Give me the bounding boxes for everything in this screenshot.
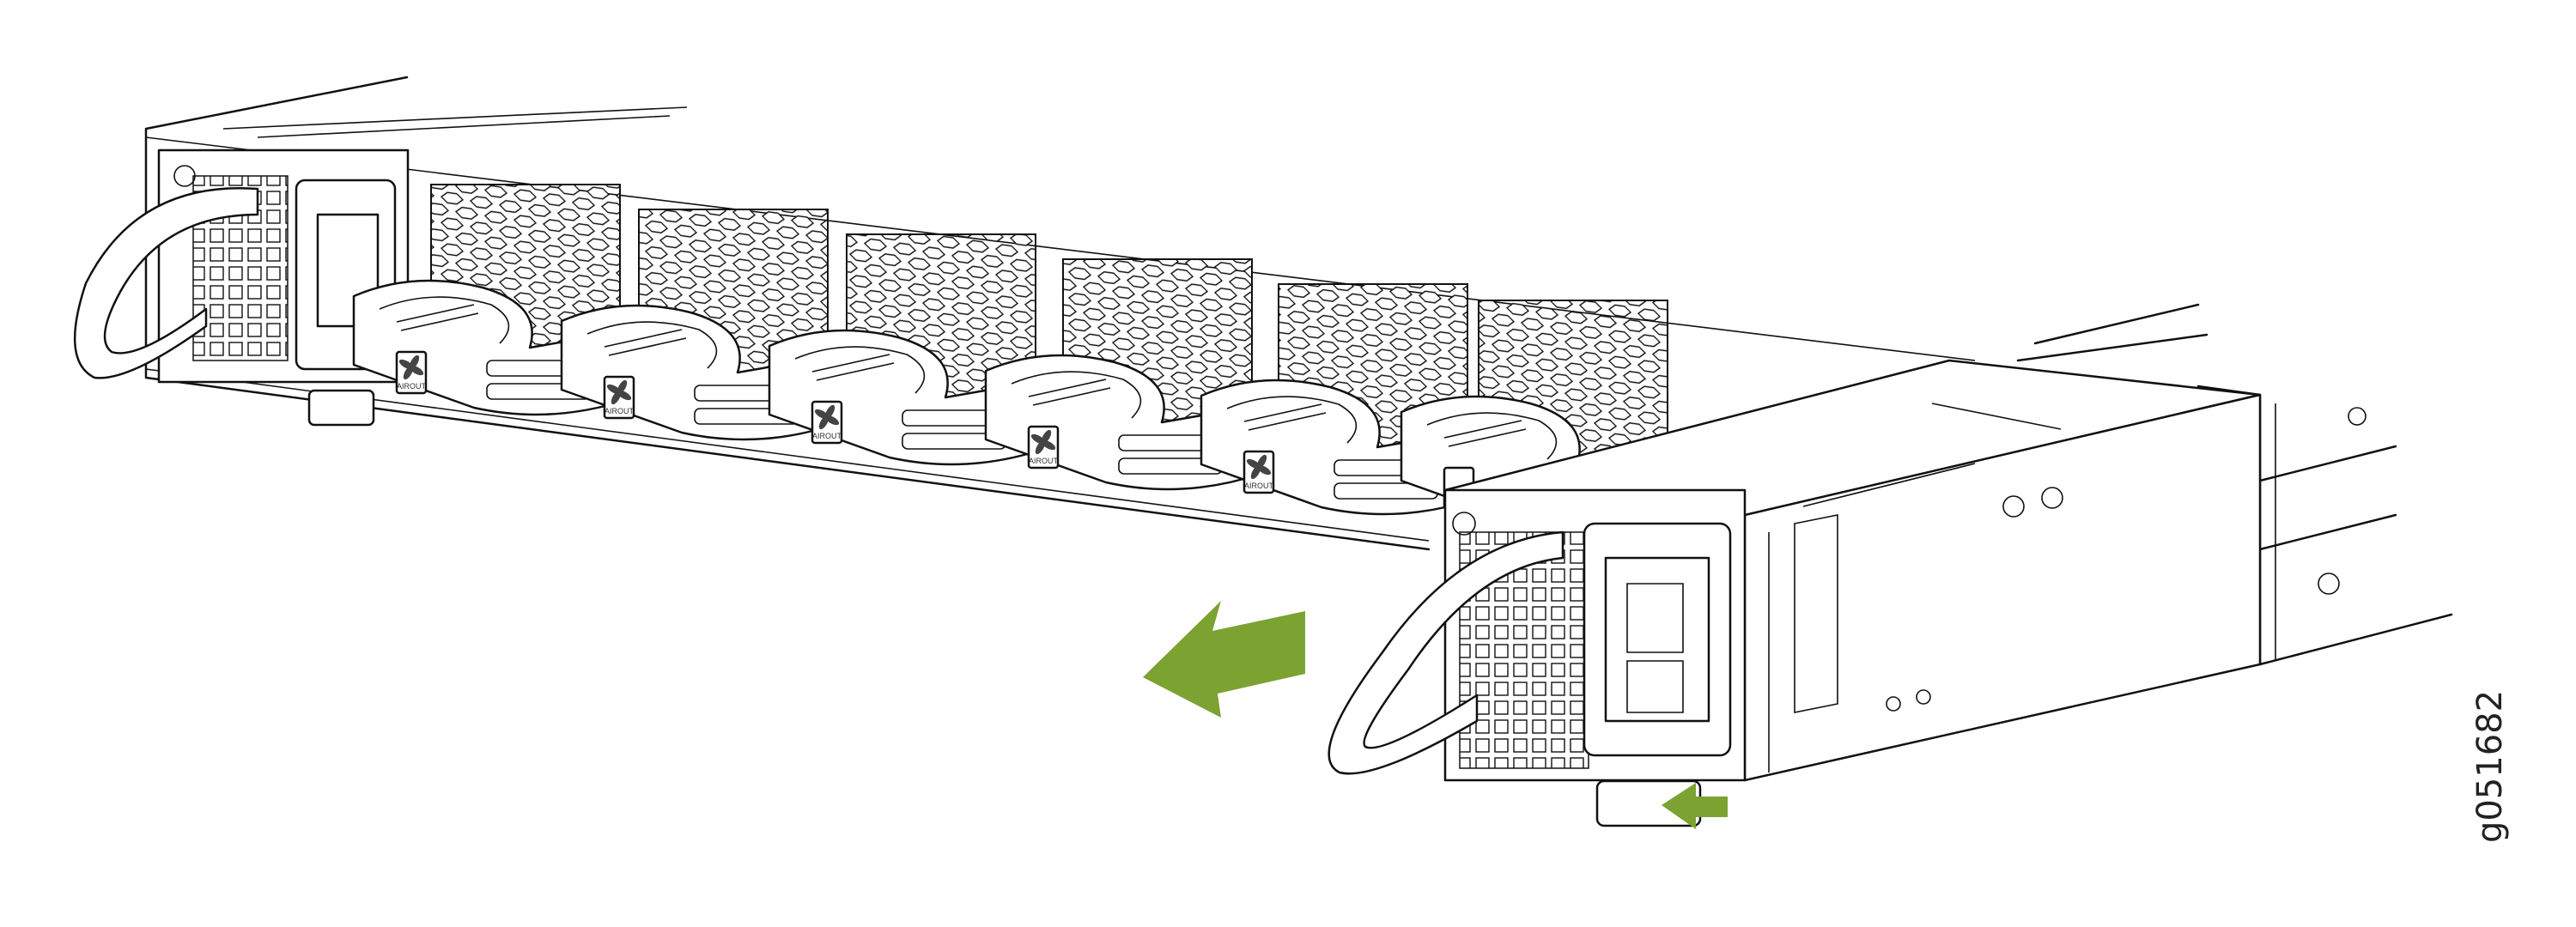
fan-icon — [1030, 429, 1056, 455]
fan-module[interactable]: AIROUT — [560, 209, 838, 441]
psu-handle-removed[interactable] — [1327, 530, 1564, 775]
installed-power-supply — [73, 148, 410, 427]
figure-id: g051682 — [2470, 689, 2510, 844]
fan-icon — [606, 379, 632, 405]
fan-airout-label: AIROUT — [605, 407, 635, 415]
psu-latch[interactable] — [307, 389, 375, 427]
fan-airout-label: AIROUT — [812, 432, 842, 440]
removal-arrow-icon — [1143, 601, 1305, 718]
fan-icon — [814, 404, 840, 430]
psu-handle[interactable] — [73, 187, 259, 379]
fan-airout-label: AIROUT — [1029, 457, 1059, 465]
removed-power-supply — [1327, 359, 2262, 827]
fan-airout-label: AIROUT — [1244, 482, 1274, 490]
fan-icon — [398, 354, 424, 380]
latch-press-arrow-icon — [1662, 783, 1728, 829]
fan-icon — [1246, 454, 1272, 480]
fan-airout-label: AIROUT — [397, 382, 427, 391]
fan-module[interactable]: AIROUT — [768, 233, 1046, 466]
